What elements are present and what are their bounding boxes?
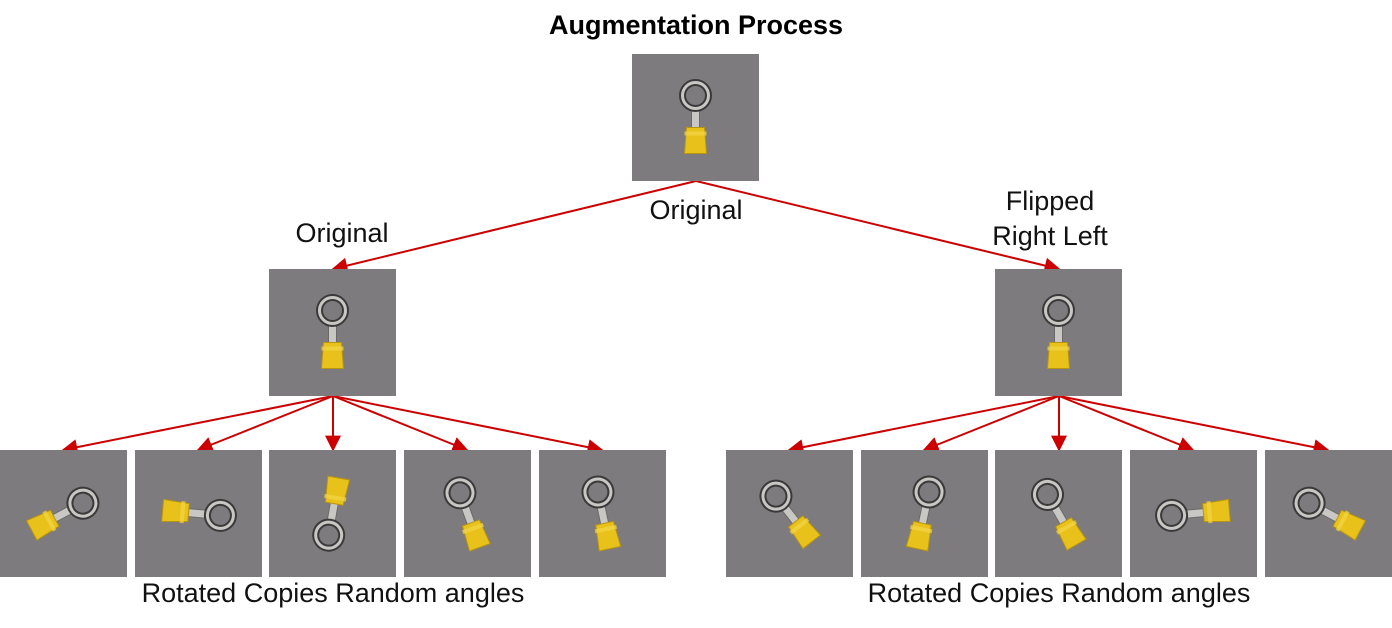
flow-arrow: [331, 180, 697, 274]
ring-terminal-photo: [1265, 450, 1392, 577]
ring-terminal-photo: [632, 54, 759, 181]
image-original-rotated-3: [269, 450, 396, 577]
image-original-rotated-4: [404, 450, 531, 577]
label-left-original: Original: [295, 218, 389, 248]
flow-arrow: [787, 395, 1060, 456]
flow-arrow: [332, 395, 604, 456]
ring-terminal-photo: [269, 450, 396, 577]
flow-arrow: [695, 180, 1061, 274]
ring-terminal-photo: [861, 450, 988, 577]
ring-terminal-photo: [995, 450, 1122, 577]
label-center-original: Original: [649, 195, 743, 225]
flow-arrow: [922, 395, 1060, 453]
diagram-title: Augmentation Process: [548, 10, 844, 40]
ring-terminal-photo: [404, 450, 531, 577]
label-bottom-right-rotated: Rotated Copies Random angles: [867, 578, 1251, 608]
image-original-rotated-2: [135, 450, 262, 577]
image-original-rotated-5: [539, 450, 666, 577]
flow-arrow: [1058, 395, 1330, 456]
ring-terminal-photo: [995, 269, 1122, 396]
image-flipped-rotated-3: [995, 450, 1122, 577]
image-flipped-rotated-4: [1130, 450, 1257, 577]
image-source: [632, 54, 759, 181]
image-flipped: [995, 269, 1122, 396]
label-flipped-line1: Flipped: [1005, 186, 1095, 216]
ring-terminal-photo: [269, 269, 396, 396]
flow-arrow: [332, 395, 469, 453]
label-flipped-line2: Right Left: [992, 221, 1108, 251]
label-bottom-left-rotated: Rotated Copies Random angles: [141, 578, 525, 608]
flow-arrow: [1058, 395, 1195, 453]
ring-terminal-photo: [539, 450, 666, 577]
flow-arrow: [61, 395, 334, 456]
image-original: [269, 269, 396, 396]
ring-terminal-photo: [1130, 450, 1257, 577]
image-flipped-rotated-1: [726, 450, 853, 577]
image-flipped-rotated-2: [861, 450, 988, 577]
flow-arrow: [196, 395, 334, 453]
image-flipped-rotated-5: [1265, 450, 1392, 577]
ring-terminal-photo: [726, 450, 853, 577]
image-original-rotated-1: [0, 450, 127, 577]
ring-terminal-photo: [0, 450, 127, 577]
ring-terminal-photo: [135, 450, 262, 577]
